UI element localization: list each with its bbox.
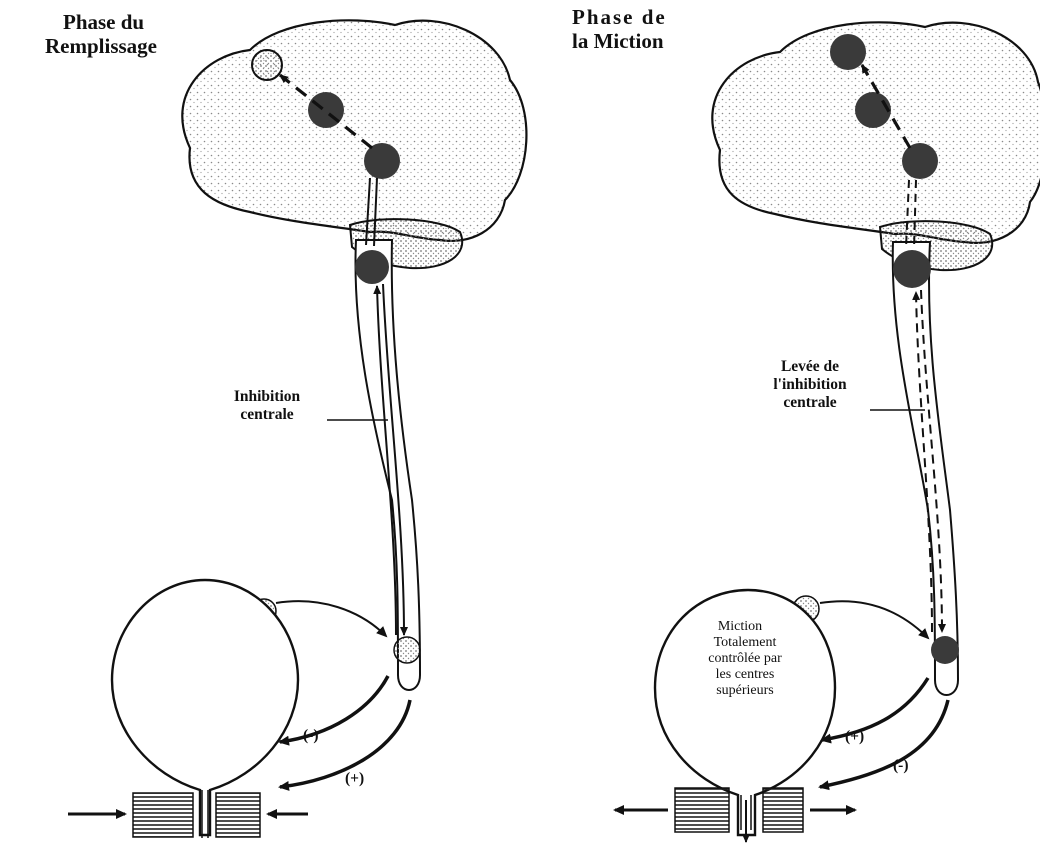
right-bladder-line1: Miction xyxy=(660,619,820,635)
right-bladder-line4: les centres xyxy=(670,667,820,683)
right-title: Phase de la Miction xyxy=(572,5,667,53)
left-sign-sphincter: (+) xyxy=(345,770,364,788)
right-sign-bladder: (+) xyxy=(845,728,864,746)
left-inhibition-line2: centrale xyxy=(205,406,329,424)
right-efferent-arrow-sphincter xyxy=(820,700,948,787)
right-afferent-arrow xyxy=(820,601,928,638)
right-title-line1: Phase de xyxy=(572,5,667,29)
left-inhibition-line1: Inhibition xyxy=(205,388,329,406)
right-inhibition-line3: centrale xyxy=(748,394,872,412)
right-efferent-arrow-bladder xyxy=(822,678,928,740)
right-inhibition-label: Levée de l'inhibition centrale xyxy=(748,358,872,411)
right-cortex-nucleus-low xyxy=(902,143,938,179)
right-inhibition-line1: Levée de xyxy=(748,358,872,376)
left-inhibition-label: Inhibition centrale xyxy=(205,388,329,424)
left-sacral-nucleus xyxy=(394,637,420,663)
right-title-line2: la Miction xyxy=(572,29,667,53)
right-cortex-nucleus-top xyxy=(830,34,866,70)
right-bladder-line2: Totalement xyxy=(670,635,820,651)
right-brain xyxy=(712,22,1040,243)
right-sacral-nucleus xyxy=(931,636,959,664)
right-inhibition-line2: l'inhibition xyxy=(748,376,872,394)
left-sign-bladder: (-) xyxy=(303,727,319,745)
left-cortex-nucleus-top xyxy=(252,50,282,80)
left-title-line1: Phase du xyxy=(45,10,157,34)
right-pontine-nucleus xyxy=(893,250,931,288)
left-panel xyxy=(68,20,526,838)
right-sign-sphincter: (-) xyxy=(893,757,909,775)
right-bladder-line5: supérieurs xyxy=(670,683,820,699)
left-sphincter-right xyxy=(216,793,260,837)
right-bladder-line3: contrôlée par xyxy=(670,651,820,667)
left-cortex-nucleus-mid xyxy=(308,92,344,128)
right-bladder-text: Miction Totalement contrôlée par les cen… xyxy=(670,619,820,699)
left-cortex-nucleus-low xyxy=(364,143,400,179)
left-title: Phase du Remplissage xyxy=(45,10,157,58)
right-cortex-nucleus-mid xyxy=(855,92,891,128)
right-sphincter-left xyxy=(675,788,729,832)
left-sphincter-left xyxy=(133,793,193,837)
left-pontine-nucleus xyxy=(355,250,389,284)
right-sphincter-right xyxy=(763,788,803,832)
right-panel xyxy=(615,22,1040,842)
right-spinal-cord xyxy=(893,242,958,695)
left-afferent-arrow xyxy=(276,601,386,636)
left-title-line2: Remplissage xyxy=(45,34,157,58)
left-brain xyxy=(182,20,526,241)
